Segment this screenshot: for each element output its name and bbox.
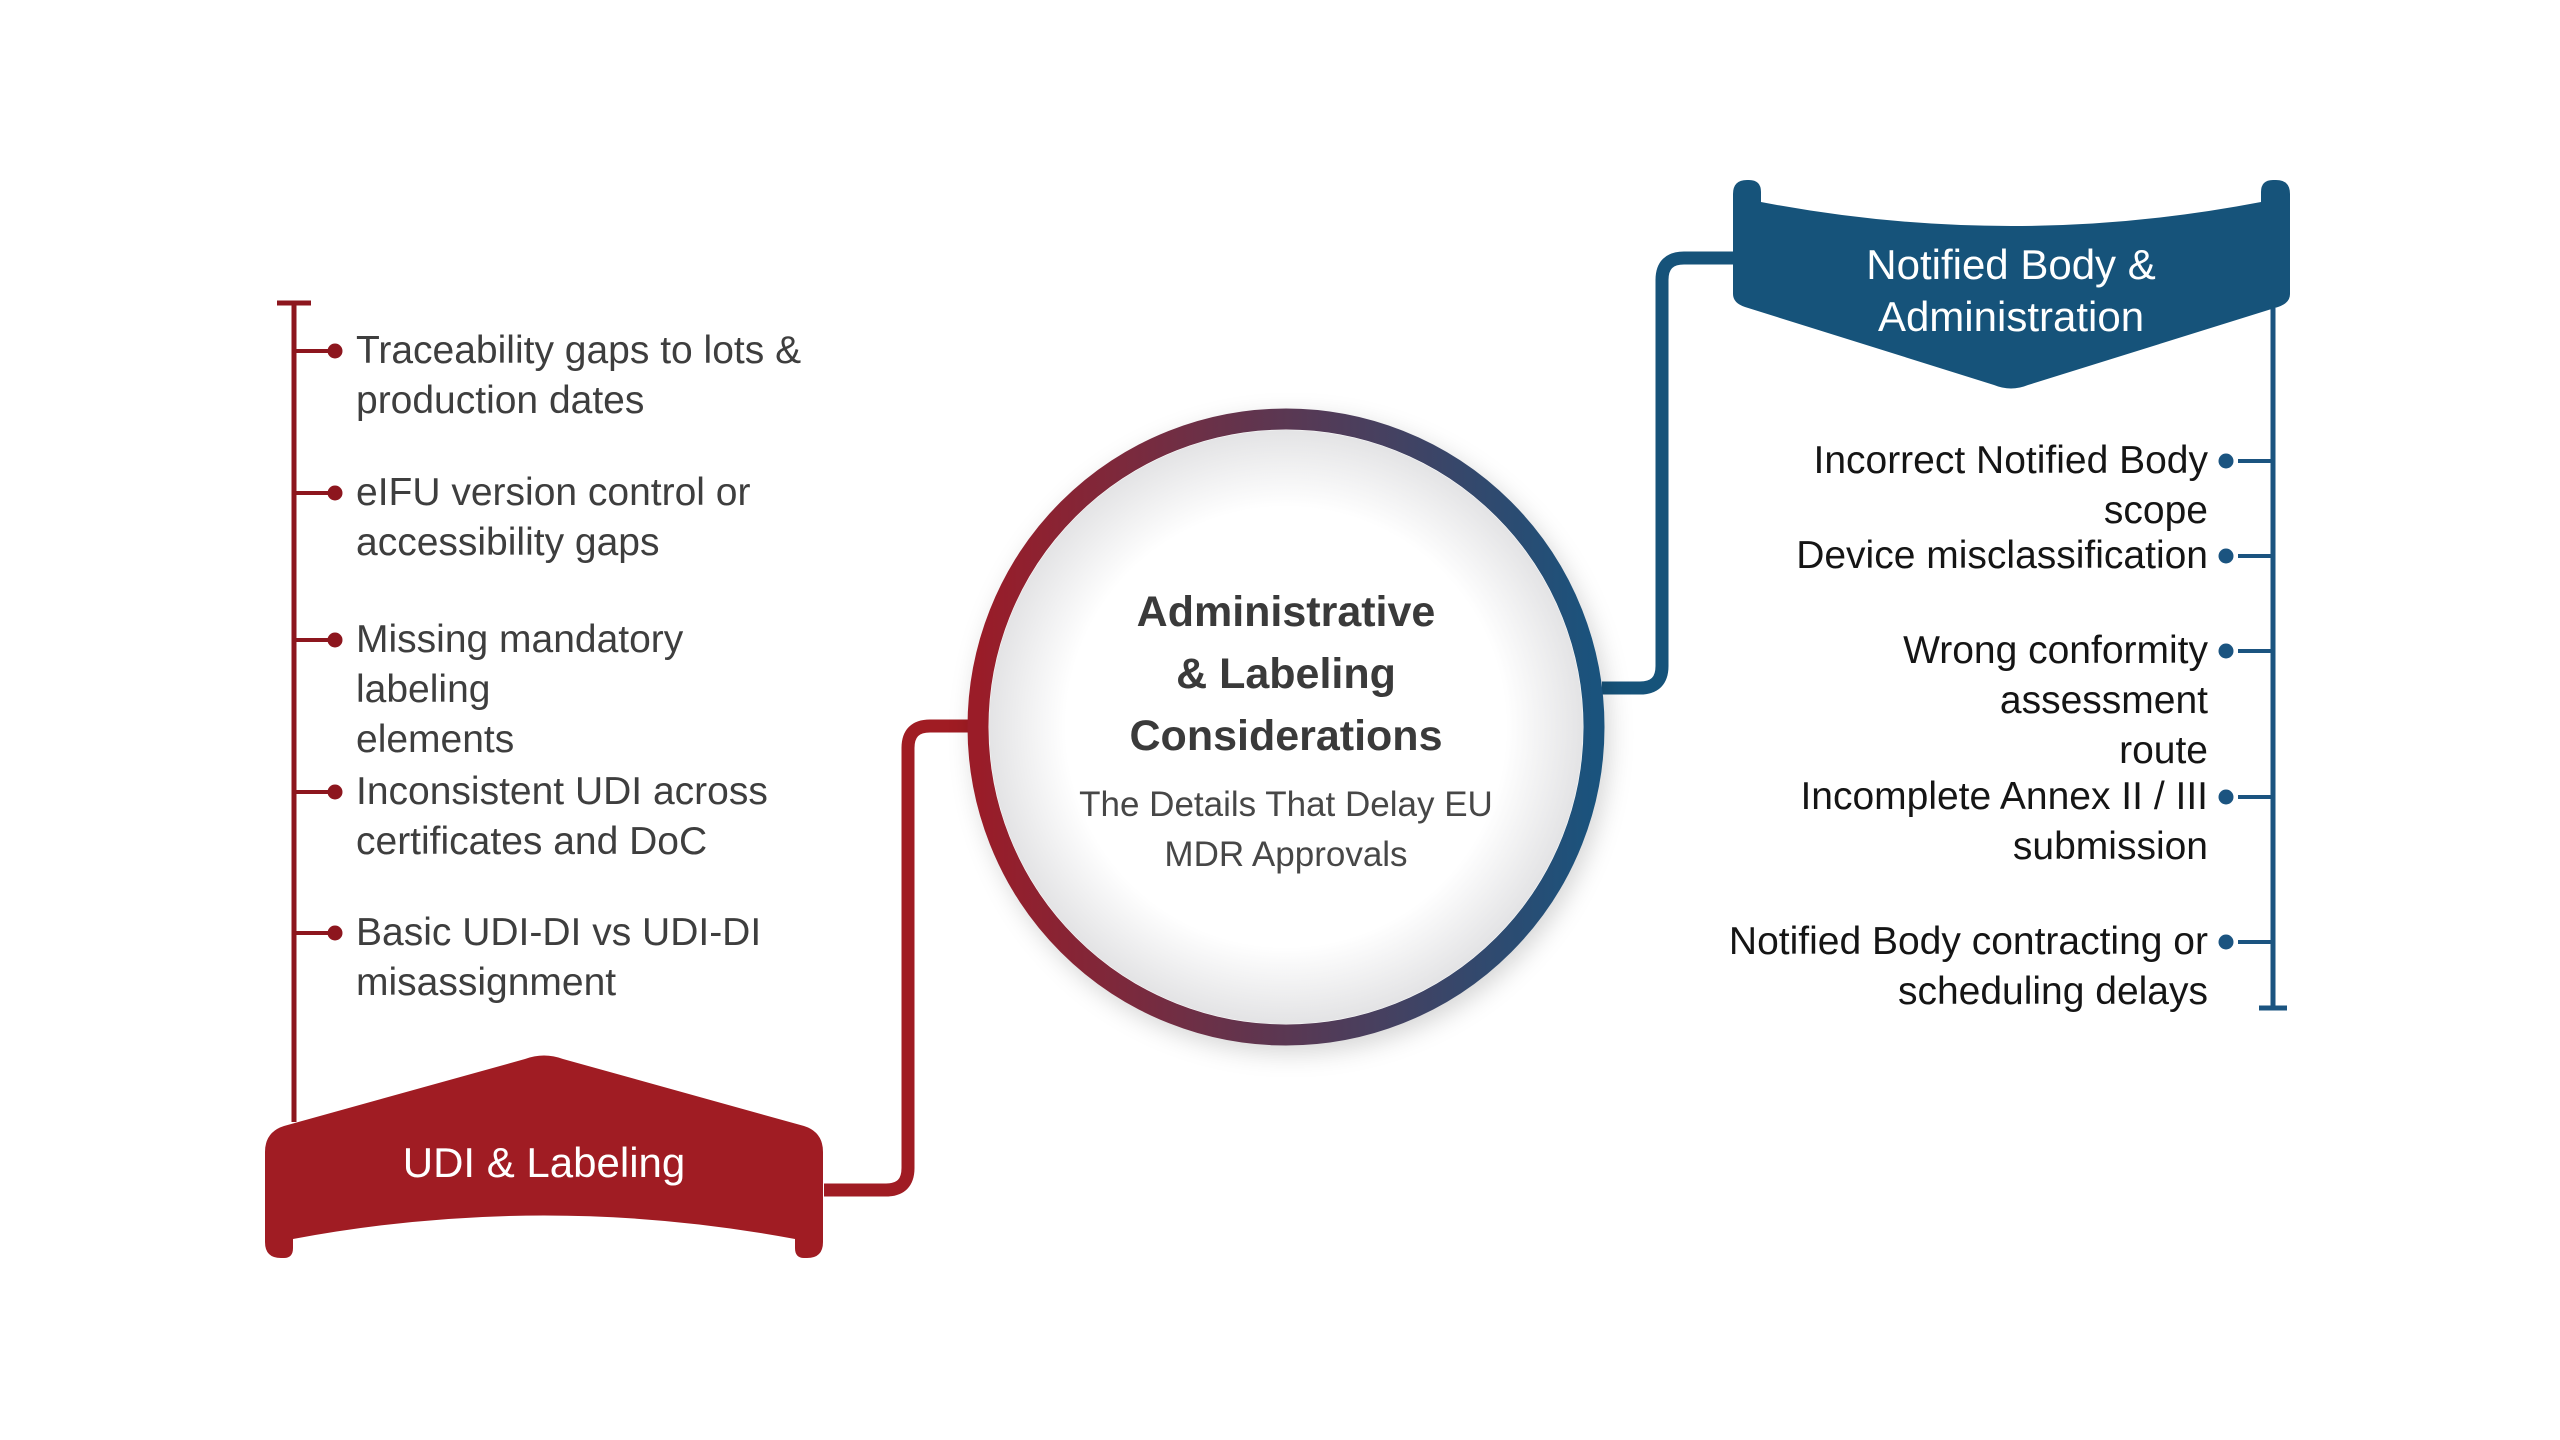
left-connector-line xyxy=(824,719,970,1197)
bullet-dot-icon xyxy=(2218,548,2234,564)
list-item-line: Missing mandatory labeling xyxy=(356,618,684,711)
list-item: Notified Body contracting or scheduling … xyxy=(1718,917,2208,1017)
bullet-dot-icon xyxy=(2218,453,2234,469)
bullet-dot-icon xyxy=(327,343,343,359)
bullet-dot-icon xyxy=(2218,789,2234,805)
right-bullet-dots xyxy=(2218,453,2234,950)
list-item: Incomplete Annex II / III submission xyxy=(1718,772,2208,872)
list-item-line: scheduling delays xyxy=(1897,970,2208,1013)
center-title-line: Considerations xyxy=(1129,712,1443,760)
udi-labeling-banner-label: UDI & Labeling xyxy=(402,1139,686,1186)
right-connector-line xyxy=(1602,251,1734,695)
banner-label-line: Administration xyxy=(1877,293,2145,340)
list-item-line: eIFU version control or xyxy=(356,471,751,514)
center-title-line: Administrative xyxy=(1136,588,1436,636)
left-branch-art xyxy=(265,300,970,1258)
left-tick-lines xyxy=(294,349,330,935)
list-item: Traceability gaps to lots & production d… xyxy=(356,326,826,426)
center-title: Administrative & Labeling Considerations xyxy=(996,581,1576,767)
list-item: Inconsistent UDI across certificates and… xyxy=(356,767,826,867)
list-item-line: certificates and DoC xyxy=(356,820,708,863)
right-tick-lines xyxy=(2238,459,2273,944)
list-item: eIFU version control or accessibility ga… xyxy=(356,468,826,568)
bullet-dot-icon xyxy=(327,485,343,501)
center-subtitle-line: MDR Approvals xyxy=(1164,835,1408,874)
list-item: Basic UDI-DI vs UDI-DI misassignment xyxy=(356,908,826,1008)
udi-labeling-banner-shape xyxy=(265,1055,823,1258)
list-item-line: Wrong conformity assessment xyxy=(1903,629,2208,722)
notified-body-banner-shape xyxy=(1733,180,2290,389)
right-branch-art xyxy=(1602,180,2290,1011)
list-item-line: Traceability gaps to lots & xyxy=(356,329,802,372)
center-ring-art xyxy=(967,408,1605,1046)
list-item: Incorrect Notified Body scope xyxy=(1718,436,2208,536)
bullet-dot-icon xyxy=(327,784,343,800)
list-item-line: submission xyxy=(2012,825,2208,868)
center-ring-inner-shade xyxy=(989,430,1583,1024)
list-item-line: Inconsistent UDI across xyxy=(356,770,768,813)
notified-body-banner-label: Notified Body & Administration xyxy=(1761,239,2261,343)
bullet-dot-icon xyxy=(327,632,343,648)
list-item-line: Basic UDI-DI vs UDI-DI xyxy=(356,911,762,954)
list-item-line: Incorrect Notified Body scope xyxy=(1813,439,2208,532)
bullet-dot-icon xyxy=(2218,934,2234,950)
bullet-dot-icon xyxy=(2218,643,2234,659)
list-item: Missing mandatory labeling elements xyxy=(356,615,826,765)
banner-label-line: Notified Body & xyxy=(1866,241,2156,288)
list-item-line: Device misclassification xyxy=(1796,534,2208,577)
center-title-line: & Labeling xyxy=(1176,650,1396,698)
list-item-line: Incomplete Annex II / III xyxy=(1800,775,2208,818)
list-item-line: route xyxy=(2119,729,2208,772)
left-bullet-dots xyxy=(327,343,343,941)
list-item-line: misassignment xyxy=(356,961,617,1004)
list-item: Device misclassification xyxy=(1718,531,2208,581)
list-item-line: elements xyxy=(356,718,515,761)
bullet-dot-icon xyxy=(327,925,343,941)
list-item: Wrong conformity assessment route xyxy=(1718,626,2208,776)
list-item-line: Notified Body contracting or xyxy=(1728,920,2208,963)
list-item-line: accessibility gaps xyxy=(356,521,660,564)
list-item-line: production dates xyxy=(356,379,645,422)
center-subtitle: The Details That Delay EU MDR Approvals xyxy=(996,780,1576,880)
center-subtitle-line: The Details That Delay EU xyxy=(1079,785,1493,824)
